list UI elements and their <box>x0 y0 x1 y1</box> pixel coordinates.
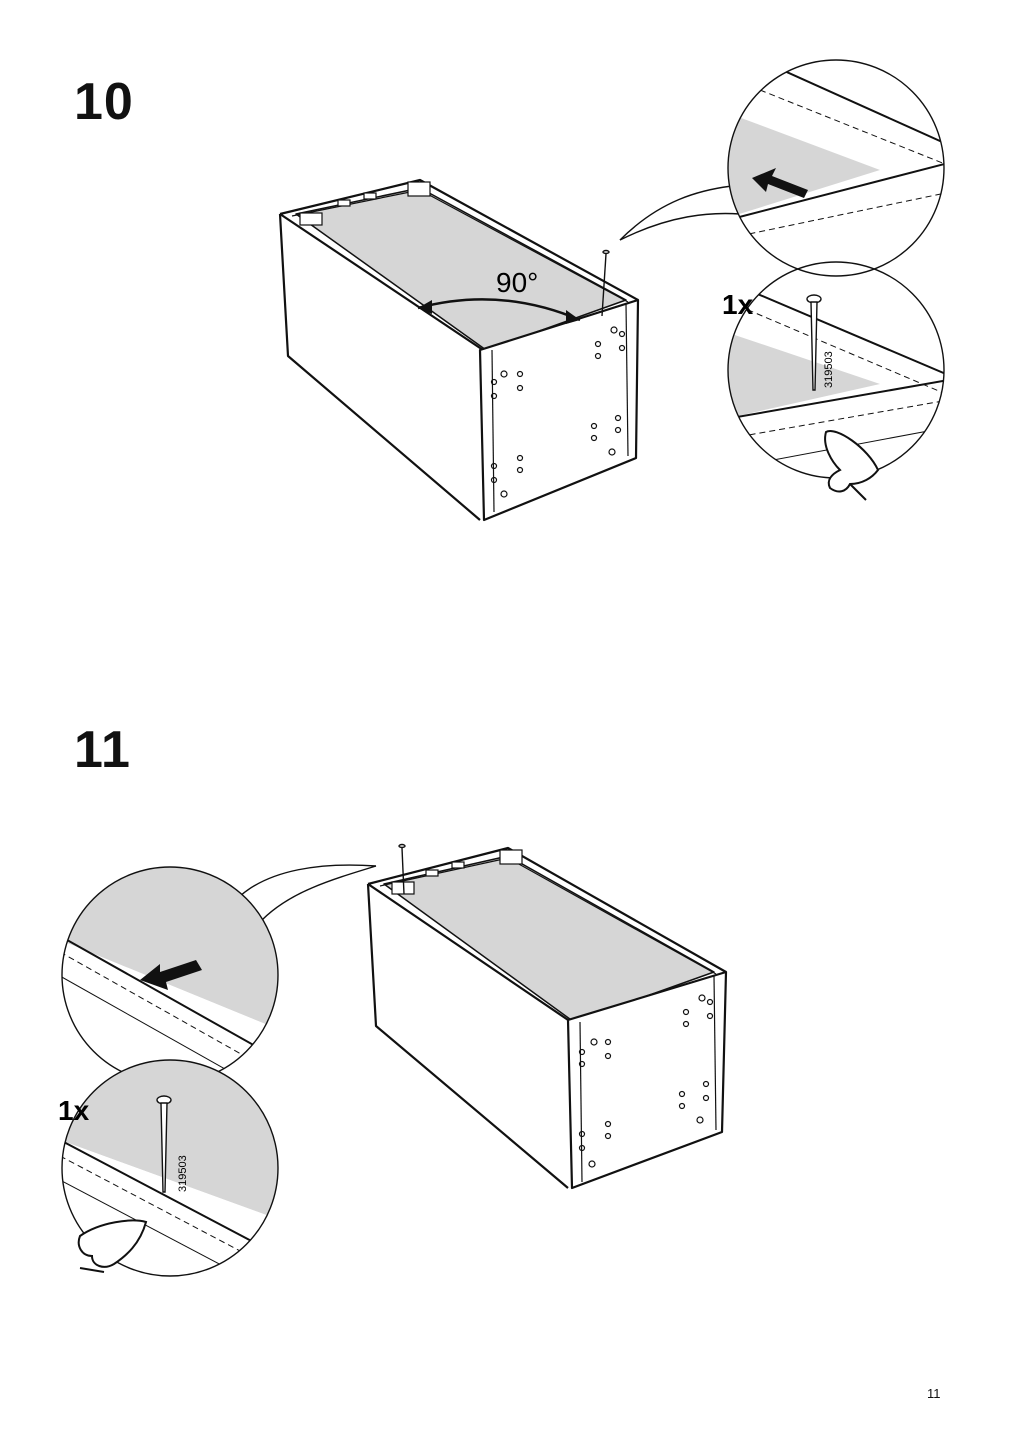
page-number: 11 <box>927 1386 941 1401</box>
detail-zoom-circle <box>727 59 945 277</box>
step-11-quantity-label: 1x <box>58 1095 90 1126</box>
nail-icon <box>156 1095 172 1193</box>
step-10-angle-label: 90° <box>496 267 538 298</box>
step-10-quantity-label: 1x <box>722 289 754 320</box>
nail-icon <box>806 294 822 391</box>
step-10-cabinet-illustration: 1x 319503 90° <box>278 59 945 522</box>
arrow-icon <box>140 960 202 990</box>
step-10-part-code: 319503 <box>823 351 835 388</box>
hand-press-icon <box>77 1219 148 1273</box>
hand-press-icon <box>824 430 880 501</box>
step-11-part-code: 319503 <box>177 1155 189 1192</box>
step-11-number: 11 <box>74 721 131 779</box>
arrow-icon <box>752 168 808 198</box>
step-10-number: 10 <box>74 73 134 131</box>
